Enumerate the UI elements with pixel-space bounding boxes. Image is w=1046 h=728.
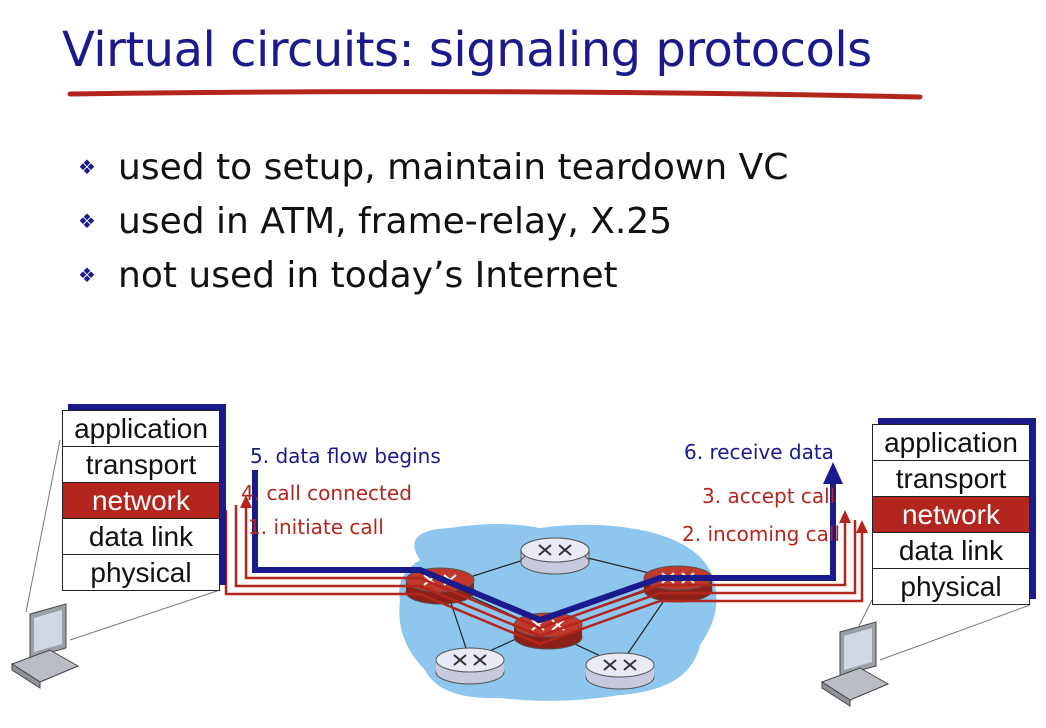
page-title: Virtual circuits: signaling protocols xyxy=(62,22,872,78)
router-icon xyxy=(585,652,655,690)
layer-physical: physical xyxy=(90,557,192,588)
bullet-diamond-icon: ❖ xyxy=(78,263,96,287)
title-underline xyxy=(67,89,923,100)
layer-network: network xyxy=(63,483,219,519)
arrow-up-icon xyxy=(823,462,843,484)
bullet-diamond-icon: ❖ xyxy=(78,155,96,179)
layer-transport: transport xyxy=(873,461,1029,497)
layer-data-link: data link xyxy=(873,533,1029,569)
router-icon xyxy=(520,537,590,575)
step-1-label: 1. initiate call xyxy=(248,515,384,539)
layer-transport: transport xyxy=(63,447,219,483)
layer-application: application xyxy=(873,425,1029,461)
arrow-up-icon xyxy=(839,510,851,523)
right-protocol-stack: application transport network data link … xyxy=(872,424,1030,605)
signaling-paths xyxy=(224,505,864,646)
bullet-diamond-icon: ❖ xyxy=(78,209,96,233)
data-flow-path xyxy=(252,470,836,624)
layer-physical: physical xyxy=(900,571,1002,602)
layer-data-link: data link xyxy=(63,519,219,555)
left-protocol-stack: application transport network data link … xyxy=(62,410,220,591)
arrow-up-icon xyxy=(856,520,868,533)
bullet-list: ❖used to setup, maintain teardown VC ❖us… xyxy=(78,140,788,302)
list-item: ❖used to setup, maintain teardown VC xyxy=(78,146,789,188)
step-2-label: 2. incoming call xyxy=(682,522,841,546)
arrow-up-icon xyxy=(240,495,252,508)
list-item: ❖not used in today’s Internet xyxy=(78,254,618,296)
computer-icon xyxy=(10,439,221,689)
step-3-label: 3. accept call xyxy=(702,484,836,508)
router-icon xyxy=(435,647,505,685)
step-5-label: 5. data flow begins xyxy=(250,444,441,468)
layer-application: application xyxy=(63,411,219,447)
layer-network: network xyxy=(873,497,1029,533)
list-item: ❖used in ATM, frame-relay, X.25 xyxy=(78,200,673,242)
computer-icon xyxy=(820,599,1031,707)
step-4-label: 4. call connected xyxy=(241,481,412,505)
step-6-label: 6. receive data xyxy=(684,440,834,464)
